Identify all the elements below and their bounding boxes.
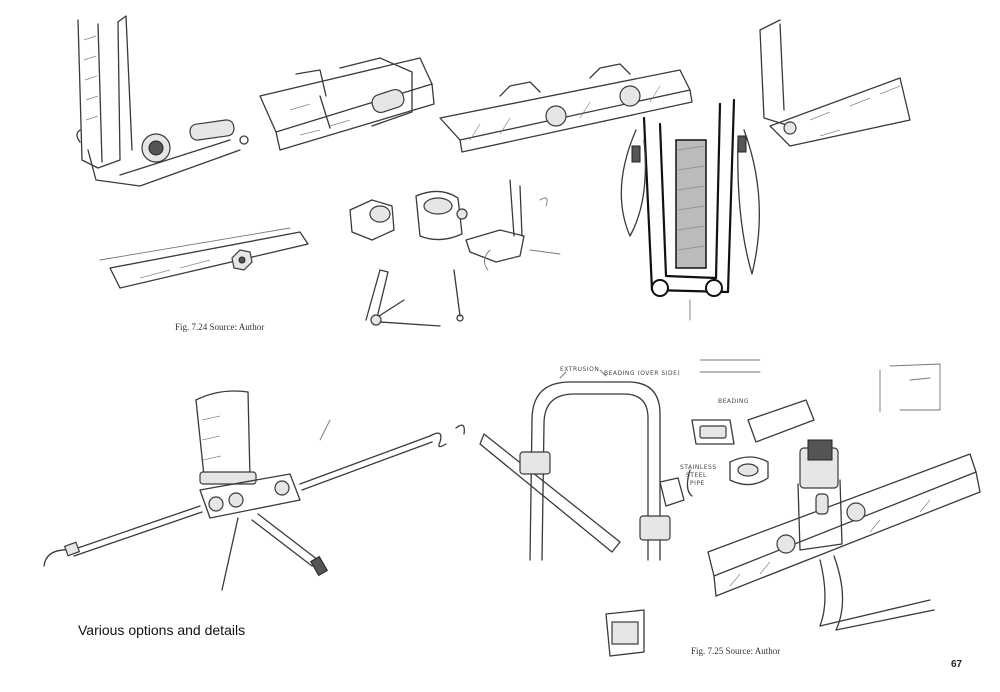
- sketch-clamp-parts: [349, 179, 561, 327]
- figure-caption-7-24: Fig. 7.24 Source: Author: [175, 322, 265, 332]
- sketch-frame-extrusion: [479, 359, 815, 657]
- sketch-post-hooks: [43, 390, 465, 591]
- sketch-post-hinge: [76, 15, 249, 187]
- sketch-clamp-bracket: [259, 57, 435, 151]
- figure-caption-7-25: Fig. 7.25 Source: Author: [691, 646, 781, 656]
- sketch-slotted-extrusion: [439, 63, 693, 153]
- note-beading-overside: BEADING (OVER SIDE): [604, 370, 681, 377]
- sketch-rail-connector: [707, 363, 981, 631]
- note-beading: BEADING: [718, 398, 750, 405]
- section-heading: Various options and details: [78, 622, 246, 638]
- sketch-bar-hexnut: [99, 227, 309, 289]
- note-stainless-3: PIPE: [690, 480, 705, 487]
- page-number: 67: [951, 659, 963, 670]
- sketch-corner-joint: [759, 19, 911, 147]
- sketch-section-cords: [620, 98, 760, 321]
- note-extrusion: EXTRUSION: [560, 366, 600, 373]
- note-stainless-2: STEEL: [686, 472, 707, 479]
- note-stainless-1: STAINLESS: [680, 464, 717, 471]
